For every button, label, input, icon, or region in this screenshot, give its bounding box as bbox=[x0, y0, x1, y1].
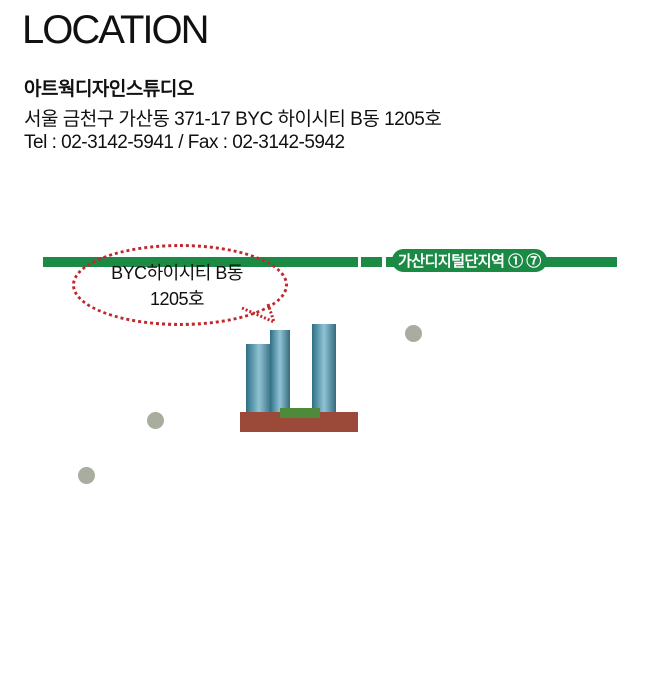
address: 서울 금천구 가산동 371-17 BYC 하이시티 B동 1205호 bbox=[24, 109, 442, 130]
bubble-line-1: BYC하이시티 B동 bbox=[111, 263, 243, 283]
page-title: LOCATION bbox=[22, 8, 210, 52]
map-dot bbox=[405, 325, 422, 342]
building-icon bbox=[240, 324, 358, 432]
bubble-text: BYC하이시티 B동 1205호 bbox=[82, 260, 272, 312]
bubble-line-2: 1205호 bbox=[149, 289, 205, 309]
station-label: 가산디지털단지역 ① ⑦ bbox=[392, 249, 547, 272]
map-dot bbox=[78, 467, 95, 484]
company-name: 아트웍디자인스튜디오 bbox=[24, 79, 194, 100]
speech-bubble bbox=[72, 244, 288, 326]
subway-line bbox=[361, 257, 382, 267]
contact-numbers: Tel : 02-3142-5941 / Fax : 02-3142-5942 bbox=[24, 132, 345, 153]
map-dot bbox=[147, 412, 164, 429]
